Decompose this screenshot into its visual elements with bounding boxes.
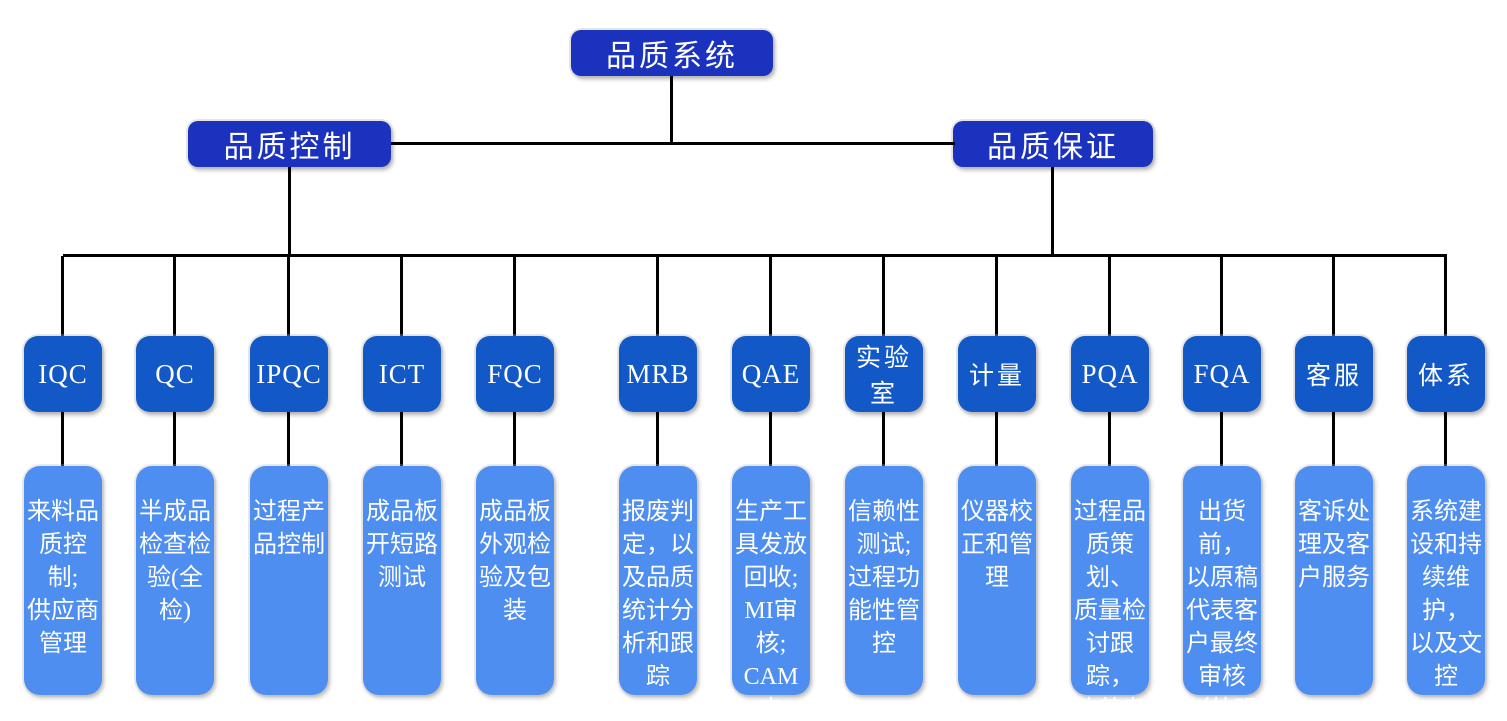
department-description-box: 信赖性 测试; 过程功 能性管 控 [845,466,923,695]
department-description-text: 成品板 开短路 测试 [366,499,438,591]
department-label: 客服 [1305,363,1362,390]
department-description-box: 生产工 具发放 回收; MI审核; CAM电 脑后审; [732,466,810,721]
department-description-text: 仪器校 正和管 理 [961,499,1033,591]
department-description-box: 半成品 检查检 验(全 检) [136,466,214,695]
department-label: IPQC [256,358,322,389]
department-description-box: 出货前， 以原稿 代表客 户最终 审核 （外观 和工程 测量） [1183,466,1261,721]
connector-line [513,256,516,336]
department-box: 客服 [1295,336,1373,412]
department-label: MRB [626,358,690,389]
connector-bus-horizontal [63,254,1447,257]
department-label: FQC [487,358,543,389]
department-description-box: 来料品 质控制; 供应商 管理 [24,466,102,695]
department-label: IQC [38,358,88,389]
department-description-box: 仪器校 正和管 理 [958,466,1036,695]
connector-line [1444,256,1447,336]
connector-line [882,256,885,336]
connector-line [1108,256,1111,336]
connector-line [656,256,659,336]
connector-line [1220,412,1223,466]
connector-line [1332,412,1335,466]
department-description-text: 过程产 品控制 [253,499,325,558]
node-quality-assurance: 品质保证 [953,121,1153,167]
department-box: IQC [24,336,102,412]
connector-line [1332,256,1335,336]
department-description-text: 出货前， 以原稿 代表客 户最终 审核 （外观 和工程 测量） [1186,499,1258,721]
connector-line [769,256,772,336]
department-description-text: 成品板 外观检 验及包 装 [479,499,551,624]
connector-line [287,256,290,336]
department-description-text: 客诉处 理及客 户服务 [1298,499,1370,591]
department-box: 计量 [958,336,1036,412]
department-box: FQC [476,336,554,412]
department-description-text: 信赖性 测试; 过程功 能性管 控 [848,499,920,657]
department-label: 实验室 [855,345,912,408]
connector-line [769,412,772,466]
department-description-box: 客诉处 理及客 户服务 [1295,466,1373,695]
node-quality-control: 品质控制 [188,121,391,167]
department-description-box: 成品板 外观检 验及包 装 [476,466,554,695]
connector-line [173,256,176,336]
connector-quality-control-drop [288,167,291,257]
connector-quality-assurance-drop [1051,167,1054,257]
department-description-box: 成品板 开短路 测试 [363,466,441,695]
department-description-text: 来料品 质控制; 供应商 管理 [27,499,99,657]
connector-line [287,412,290,466]
department-box: IPQC [250,336,328,412]
connector-line [656,412,659,466]
department-label: FQA [1193,358,1251,389]
department-description-box: 报废判 定，以 及品质 统计分 析和跟 踪 [619,466,697,695]
node-quality-assurance-label: 品质保证 [987,131,1119,164]
connector-line [61,256,64,336]
department-description-box: 过程品 质策划、 质量检 讨跟踪， 改善专 案;持 续改善 [1071,466,1149,721]
department-label: 计量 [968,363,1025,390]
department-label: QAE [741,358,801,389]
connector-line [400,256,403,336]
connector-line [1108,412,1111,466]
node-quality-system: 品质系统 [571,30,773,76]
department-label: ICT [378,358,426,389]
connector-line [882,412,885,466]
department-description-text: 过程品 质策划、 质量检 讨跟踪， 改善专 案;持 续改善 [1074,499,1146,721]
department-box: 实验室 [845,336,923,412]
department-description-text: 报废判 定，以 及品质 统计分 析和跟 踪 [622,499,694,690]
connector-line [1220,256,1223,336]
node-quality-control-label: 品质控制 [223,131,356,164]
department-box: PQA [1071,336,1149,412]
connector-line [61,412,64,466]
department-box: FQA [1183,336,1261,412]
connector-line [995,412,998,466]
connector-line [995,256,998,336]
node-quality-system-label: 品质系统 [606,40,738,73]
connector-line [173,412,176,466]
connector-root-vertical [670,76,673,144]
connector-line [400,412,403,466]
connector-line [1444,412,1447,466]
department-box: 体系 [1407,336,1485,412]
connector-line [513,412,516,466]
department-description-text: 生产工 具发放 回收; MI审核; CAM电 脑后审; [735,499,807,721]
department-box: ICT [363,336,441,412]
department-label: PQA [1081,358,1139,389]
department-description-box: 过程产 品控制 [250,466,328,695]
department-description-text: 系统建 设和持 续维护， 以及文 控 [1410,499,1482,690]
department-description-box: 系统建 设和持 续维护， 以及文 控 [1407,466,1485,695]
department-label: 体系 [1417,363,1474,390]
department-box: MRB [619,336,697,412]
department-box: QC [136,336,214,412]
department-box: QAE [732,336,810,412]
department-label: QC [155,358,195,389]
department-description-text: 半成品 检查检 验(全 检) [139,499,211,624]
connector-branch-horizontal [391,142,955,145]
